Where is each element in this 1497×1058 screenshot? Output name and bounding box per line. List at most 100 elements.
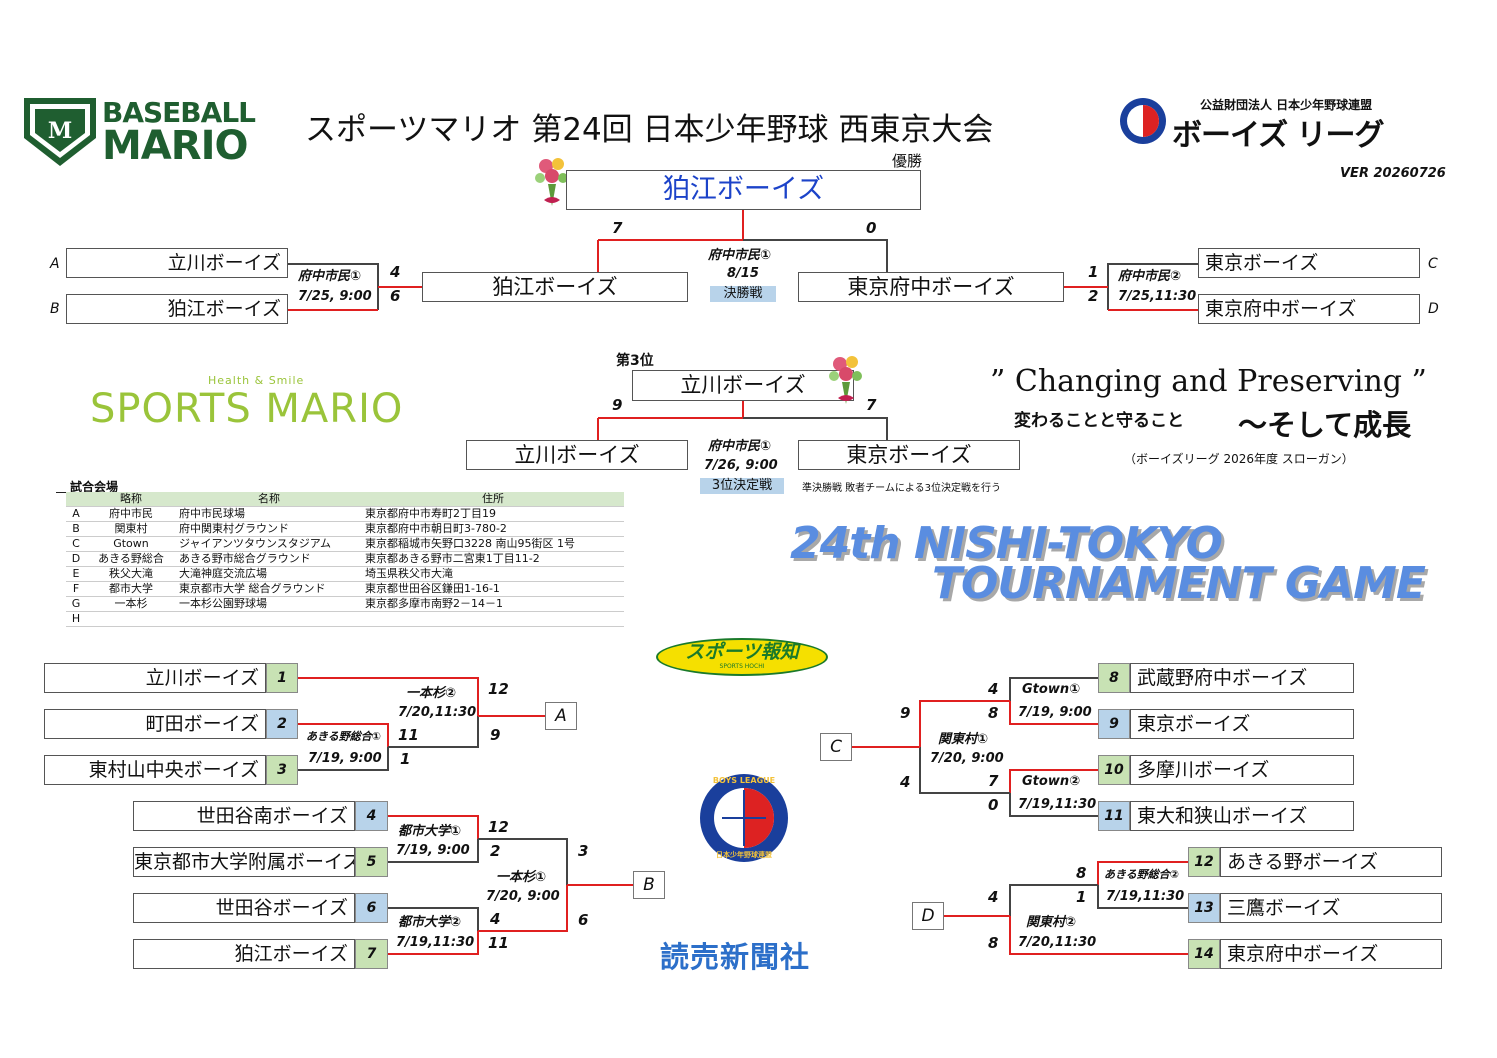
block-c-g1-score-top: 4 [988,680,999,698]
venue-address: 東京都府中市寿町2丁目19 [362,506,624,522]
venue-id: B [66,521,86,537]
semi-right-team-c: 東京ボーイズ [1198,248,1420,278]
venue-name: 府中市民球場 [176,506,362,522]
venue-id: A [66,506,86,522]
seed-3: 3 [266,755,298,785]
block-b-g2-datetime: 7/19,11:30 [396,935,475,950]
venue-name: あきる野市総合グラウンド [176,551,362,567]
block-b-g2-score-bot: 11 [488,934,509,952]
team-name: 東大和狭山ボーイズ [1137,805,1308,827]
third-right-score: 7 [866,396,877,414]
team-name: 狛江ボーイズ [234,943,348,965]
block-a-g2-venue: 一本杉② [406,686,457,701]
final-venue: 府中市民① [708,248,772,263]
third-place-winner-box: 立川ボーイズ [632,370,854,401]
team-5: 東京都市大学附属ボーイズ [133,847,355,877]
seed-7: 7 [355,939,388,969]
team-3: 東村山中央ボーイズ [44,755,266,785]
block-b-g2-score-top: 4 [490,910,501,928]
team-14: 東京府中ボーイズ [1220,939,1442,969]
block-c-g3-datetime: 7/20, 9:00 [930,751,1004,766]
block-a-g1-datetime: 7/19, 9:00 [308,751,382,766]
final-left-score: 7 [612,219,623,237]
slogan-english: ” Changing and Preserving ” [990,364,1427,399]
boys-league-logo: 公益財団法人 日本少年野球連盟 ボーイズ リーグ [1118,96,1408,153]
block-c-g2-datetime: 7/19,11:30 [1018,797,1097,812]
seed-11: 11 [1098,801,1130,831]
third-datetime: 7/26, 9:00 [704,458,778,473]
team-name: 武蔵野府中ボーイズ [1137,667,1308,689]
venue-table-header: 略称 名称 住所 [66,492,624,507]
team-name: 三鷹ボーイズ [1227,897,1341,919]
block-c-g3-venue: 関東村① [938,732,989,747]
semi-right-label-d: D [1428,301,1439,317]
logo-text-mario: MARIO [102,123,248,169]
block-d-g1-score-top: 8 [1076,864,1087,882]
block-c-g1-venue: Gtown① [1022,682,1081,697]
block-d-label: D [912,902,944,930]
venue-name: 府中関東村グラウンド [176,521,362,537]
team-10: 多摩川ボーイズ [1130,755,1354,785]
big-title-line1: 24th NISHI-TOKYO [790,518,1223,569]
block-c-g1-datetime: 7/19, 9:00 [1018,705,1092,720]
third-tag: 3位決定戦 [700,478,784,494]
champion-team: 狛江ボーイズ [662,174,825,205]
team-11: 東大和狭山ボーイズ [1130,801,1354,831]
team-name: 立川ボーイズ [145,667,259,689]
boys-league-org-name: 公益財団法人 日本少年野球連盟 [1200,98,1373,112]
page-title: スポーツマリオ 第24回 日本少年野球 西東京大会 [305,112,994,148]
block-a-g2-score-bot: 9 [490,726,501,744]
venue-address [362,611,624,627]
block-a-g1-score-bot: 1 [400,750,411,768]
seed-12: 12 [1188,847,1220,877]
team-name: 東村山中央ボーイズ [88,759,259,781]
block-b-g1-venue: 都市大学① [398,824,462,839]
seed-4: 4 [355,801,388,831]
team-name: 世田谷南ボーイズ [196,805,348,827]
semi-right-score-d: 2 [1088,287,1099,305]
team-13: 三鷹ボーイズ [1220,893,1442,923]
semi-left-team-a-name: 立川ボーイズ [167,252,281,274]
seed-9: 9 [1098,709,1130,739]
team-name: 東京都市大学附属ボーイズ [134,851,355,873]
venue-id: G [66,596,86,612]
third-note: 準決勝戦 敗者チームによる3位決定戦を行う [802,483,1001,494]
venue-short: 関東村 [86,521,176,537]
semi-left-venue: 府中市民① [298,269,362,284]
venue-col-name: 名称 [176,492,362,507]
hochi-logo: スポーツ報知 SPORTS HOCHI [656,638,828,676]
seed-5: 5 [355,847,388,877]
team-2: 町田ボーイズ [44,709,266,739]
venue-id: H [66,611,86,627]
block-b-label: B [633,871,665,899]
team-name: 多摩川ボーイズ [1137,759,1270,781]
block-b-g1-score-bot: 2 [490,842,501,860]
block-c-g3-score-top: 9 [900,704,911,722]
venue-name: 一本杉公園野球場 [176,596,362,612]
semi-left-label-b: B [50,301,60,317]
block-c-label: C [820,733,852,761]
block-b-g3-score-bot: 6 [578,911,589,929]
venue-address: 東京都稲城市矢野口3228 南山95街区 1号 [362,536,624,552]
slogan-jp2: ～そして成長 [1238,408,1412,442]
team-name: 東京ボーイズ [1137,713,1251,735]
venue-name [176,611,362,627]
boys-emblem-bottom-text: 日本少年野球連盟 [716,851,772,859]
semi-left-datetime: 7/25, 9:00 [298,289,372,304]
team-name: 世田谷ボーイズ [215,897,348,919]
team-9: 東京ボーイズ [1130,709,1354,739]
third-left-team: 立川ボーイズ [466,440,688,470]
third-left-score: 9 [612,396,623,414]
block-a-g1-venue: あきる野総合① [306,730,382,743]
slogan-jp1: 変わることと守ること [1014,411,1184,431]
semi-right-score-c: 1 [1088,263,1099,281]
third-place-label: 第3位 [616,353,654,369]
venue-id: F [66,581,86,597]
seed-10: 10 [1098,755,1130,785]
